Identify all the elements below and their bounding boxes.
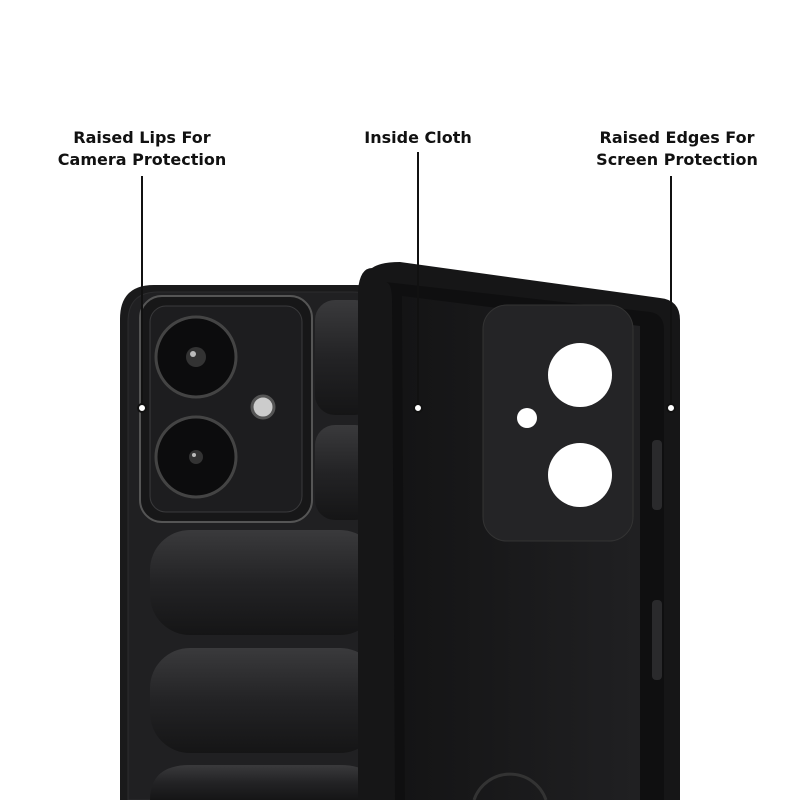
callout-dot	[666, 403, 676, 413]
grip-rib	[150, 648, 380, 753]
callout-line	[670, 176, 672, 408]
callout-screen-edges: Raised Edges For Screen Protection	[596, 127, 758, 171]
magnetic-ring	[472, 772, 548, 800]
case-inside-view	[358, 262, 680, 800]
callout-camera-lips: Raised Lips For Camera Protection	[58, 127, 226, 171]
case-back-view	[120, 285, 390, 800]
callout-line	[141, 176, 143, 408]
callout-dot	[137, 403, 147, 413]
callout-text: Camera Protection	[57, 150, 227, 169]
grip-rib	[150, 765, 380, 800]
grip-rib	[150, 530, 380, 635]
flash-cutout	[517, 408, 537, 428]
flash-icon	[250, 394, 276, 420]
callout-inside-cloth: Inside Cloth	[364, 127, 471, 149]
callout-text: Raised Edges For	[599, 128, 755, 147]
callout-text: Inside Cloth	[364, 128, 472, 147]
camera-cutout	[548, 443, 612, 507]
callout-line	[417, 152, 419, 408]
callout-text: Screen Protection	[596, 150, 758, 169]
callout-text: Raised Lips For	[73, 128, 211, 147]
callout-dot	[413, 403, 423, 413]
camera-cutout	[548, 343, 612, 407]
